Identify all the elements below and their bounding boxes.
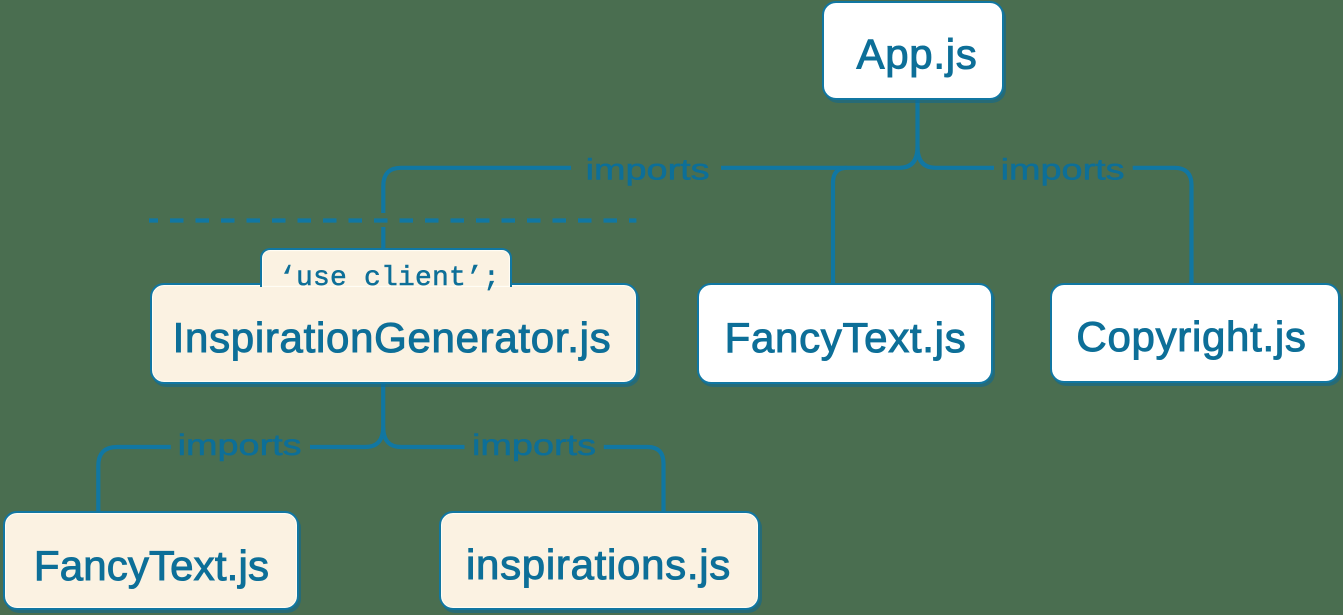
svg-text:imports: imports (472, 429, 596, 462)
svg-text:imports: imports (178, 429, 302, 462)
svg-text:imports: imports (586, 153, 710, 186)
svg-text:imports: imports (1001, 153, 1125, 186)
